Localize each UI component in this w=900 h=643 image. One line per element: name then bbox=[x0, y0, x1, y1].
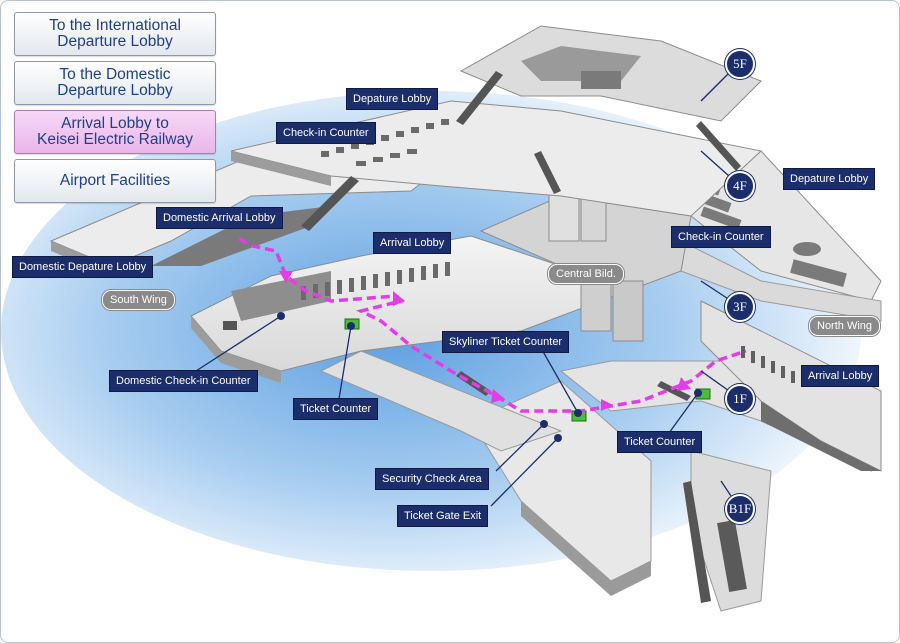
route-arrow-4 bbox=[601, 399, 613, 411]
security-check-area-label: Security Check Area bbox=[375, 468, 489, 490]
right-arrival-counters bbox=[741, 346, 795, 383]
floor-b1f-marker: B1F bbox=[725, 494, 755, 524]
keisei-line-1: Arrival Lobby to bbox=[61, 115, 169, 132]
skyliner-ticket-counter-label: Skyliner Ticket Counter bbox=[442, 331, 570, 353]
domestic-depature-lobby-label: Domestic Depature Lobby bbox=[12, 256, 154, 278]
keisei-line-2: Keisei Electric Railway bbox=[37, 131, 193, 148]
facilities-label: Airport Facilities bbox=[59, 172, 171, 189]
route-arrow-5 bbox=[677, 377, 691, 391]
depature-lobby-label: Depature Lobby bbox=[346, 88, 439, 110]
ticket-counter-left-label: Ticket Counter bbox=[293, 398, 379, 420]
checkin-counter-label: Check-in Counter bbox=[276, 122, 376, 144]
south-wing-pill: South Wing bbox=[102, 290, 175, 310]
floor-5f-marker: 5F bbox=[725, 49, 755, 79]
arrival-counters bbox=[301, 262, 450, 300]
floor-1f-marker: 1F bbox=[725, 384, 755, 414]
central-building-pill: Central Bild. bbox=[548, 264, 624, 284]
checkin-counter-right-label: Check-in Counter bbox=[671, 226, 771, 248]
international-line-2: Departure Lobby bbox=[57, 33, 173, 50]
floor-4f-marker: 4F bbox=[725, 171, 755, 201]
route-arrow-1 bbox=[279, 271, 293, 283]
domestic-line-2: Departure Lobby bbox=[57, 82, 173, 99]
north-wing-pill: North Wing bbox=[809, 316, 881, 336]
ticket-counter-right-label: Ticket Counter bbox=[617, 431, 703, 453]
domestic-line-1: To the Domestic bbox=[59, 66, 171, 83]
route-arrow-3 bbox=[491, 389, 505, 403]
domestic-checkin-counter-label: Domestic Check-in Counter bbox=[109, 370, 258, 392]
leader-lines bbox=[195, 62, 740, 509]
international-line-1: To the International bbox=[49, 17, 181, 34]
route-to-keisei bbox=[238, 237, 747, 413]
ticket-gate-exit-label: Ticket Gate Exit bbox=[397, 505, 489, 527]
airport-facilities-button[interactable]: Airport Facilities bbox=[14, 159, 216, 203]
arrival-lobby-center-label: Arrival Lobby bbox=[373, 232, 452, 254]
arrival-lobby-right-label: Arrival Lobby bbox=[801, 365, 880, 387]
depature-lobby-right-label: Depature Lobby bbox=[783, 168, 876, 190]
leader-dots bbox=[277, 312, 702, 442]
5f-roof bbox=[459, 25, 762, 122]
floor-3f-marker: 3F bbox=[725, 292, 755, 322]
escalators bbox=[301, 71, 741, 603]
domestic-arrival-lobby-label: Domestic Arrival Lobby bbox=[156, 207, 283, 229]
route-arrow-2 bbox=[393, 291, 405, 306]
